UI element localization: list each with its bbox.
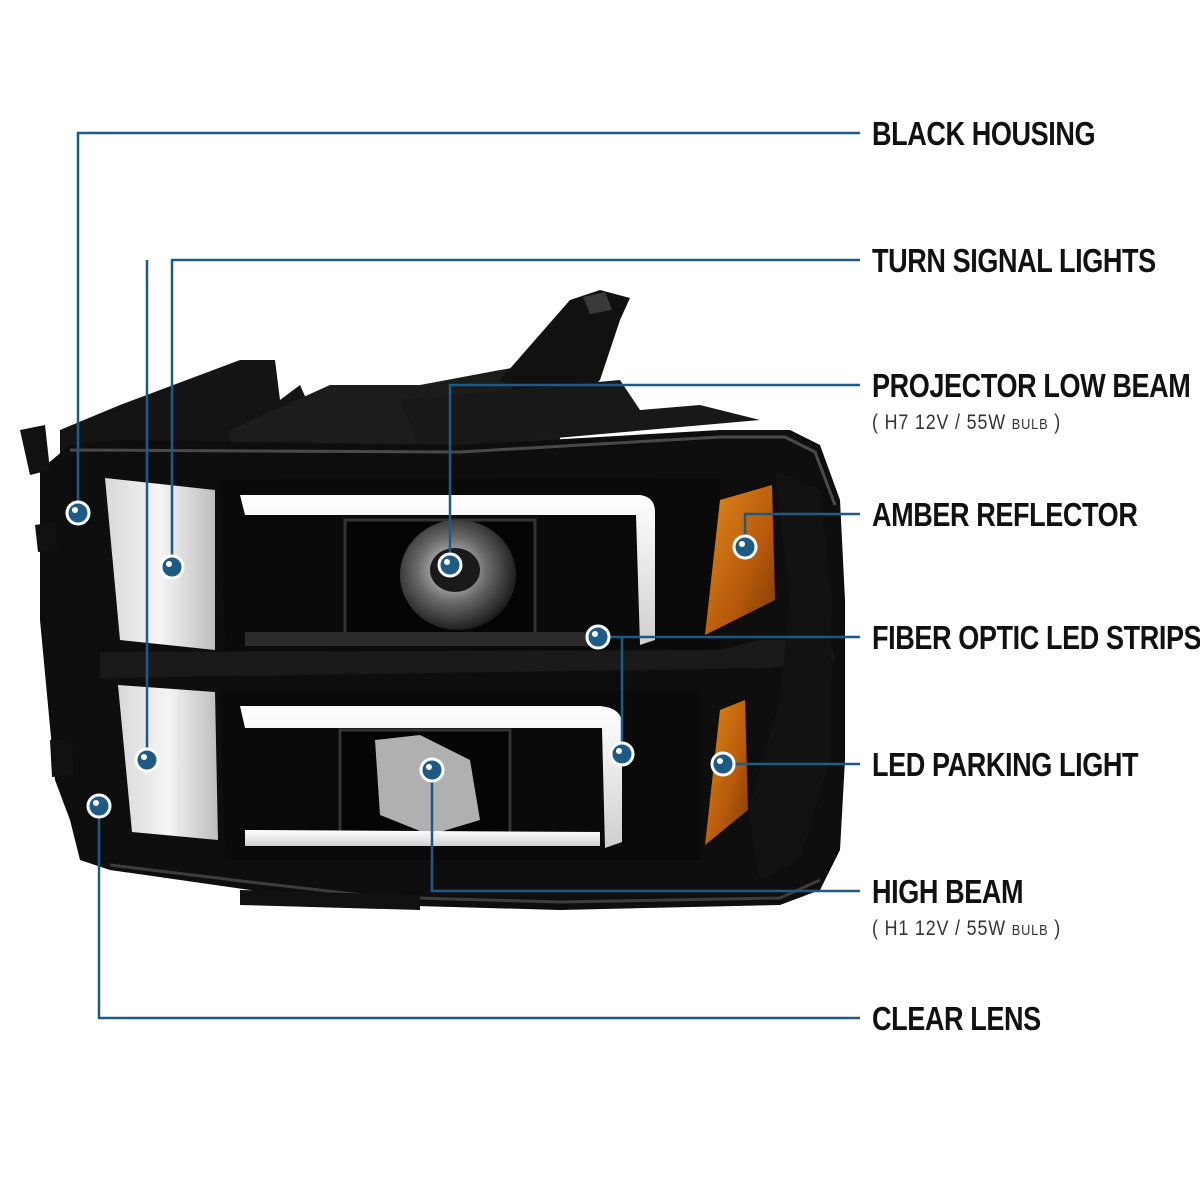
label-turn-signal-lights: TURN SIGNAL LIGHTS xyxy=(872,242,1156,279)
side-tab-low xyxy=(50,738,74,777)
callout-dots xyxy=(65,500,758,819)
detail-projector-spec: ( H7 12V / 55W xyxy=(872,411,1006,434)
label-led-parking-light: LED PARKING LIGHT xyxy=(872,746,1139,783)
label-fiber-optic-led-strips: FIBER OPTIC LED STRIPS xyxy=(872,619,1200,656)
dot-clear-lens xyxy=(86,793,112,819)
detail-high-beam-unit: BULB xyxy=(1011,922,1049,939)
leader-projector-low-beam xyxy=(448,383,860,565)
dot-amber-reflector xyxy=(732,534,758,560)
detail-high-beam: ( H1 12V / 55W BULB ) xyxy=(872,918,1061,939)
label-high-beam: HIGH BEAM xyxy=(872,873,1024,910)
side-tab-mid xyxy=(35,522,58,552)
label-clear-lens: CLEAR LENS xyxy=(872,1000,1041,1037)
leader-black-housing xyxy=(76,131,860,513)
rear-housing-body xyxy=(400,380,760,450)
lower-led-strip xyxy=(240,706,622,848)
leader-clear-lens xyxy=(97,806,860,1020)
upper-led-strip-bottom xyxy=(245,632,600,646)
dot-projector-low-beam xyxy=(437,552,463,578)
housing-rim xyxy=(69,435,837,506)
lower-led-strip-bottom xyxy=(245,830,600,846)
label-projector-low-beam: PROJECTOR LOW BEAM xyxy=(872,367,1191,404)
dot-black-housing xyxy=(65,500,91,526)
detail-projector-low-beam: ( H7 12V / 55W BULB ) xyxy=(872,412,1061,433)
detail-projector-unit: BULB xyxy=(1011,416,1049,433)
detail-high-beam-close: ) xyxy=(1054,917,1062,940)
leader-high-beam xyxy=(430,770,860,893)
dot-led-parking-light xyxy=(710,751,736,777)
turn-signal-lower-lens xyxy=(118,685,218,840)
dot-fiber-optic-upper xyxy=(585,624,611,650)
dot-high-beam xyxy=(419,757,445,783)
callout-lines xyxy=(76,131,860,1020)
leader-turn-signal-upper xyxy=(170,258,860,567)
side-tab-upper xyxy=(20,425,50,475)
label-black-housing: BLACK HOUSING xyxy=(872,115,1096,152)
detail-high-beam-spec: ( H1 12V / 55W xyxy=(872,917,1006,940)
top-tab-slot xyxy=(583,292,612,314)
upper-led-strip xyxy=(240,495,655,645)
mounting-foot xyxy=(240,890,420,910)
amber-reflector-upper xyxy=(705,485,775,635)
corner-trim xyxy=(748,470,832,880)
high-beam-reflector xyxy=(375,735,480,835)
label-amber-reflector: AMBER REFLECTOR xyxy=(872,496,1138,533)
headlight-illustration xyxy=(20,290,845,910)
dot-turn-signal-upper xyxy=(159,554,185,580)
bay-divider xyxy=(100,640,835,678)
housing-lower-rim xyxy=(109,863,821,904)
detail-projector-close: ) xyxy=(1054,411,1062,434)
dot-fiber-optic-lower xyxy=(609,741,635,767)
top-tab xyxy=(500,290,630,420)
dot-turn-signal-lower xyxy=(134,747,160,773)
